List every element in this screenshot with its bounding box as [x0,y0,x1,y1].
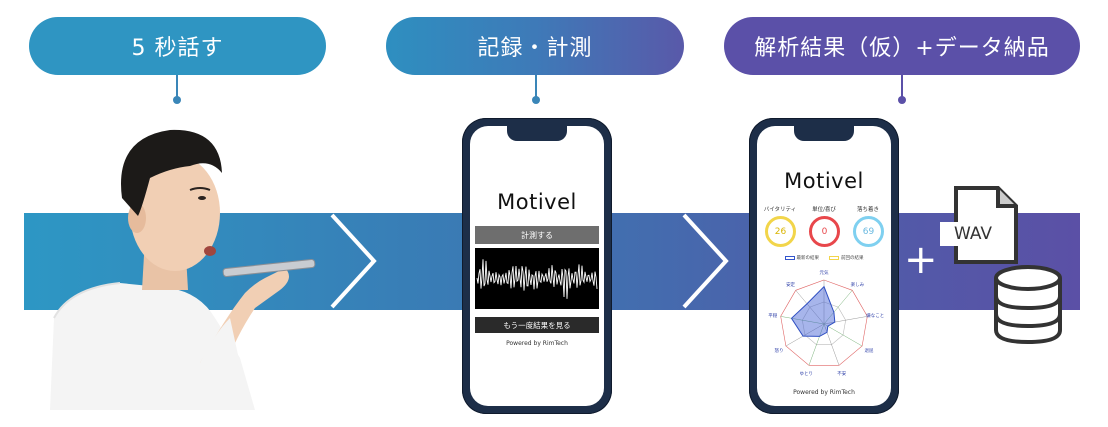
phone-notch [507,126,567,141]
radar-axis-line [823,323,863,347]
step-2-pill: 記録・計測 [386,17,684,75]
metric-gauge-vitality: 26 [765,216,796,247]
chevron-right-icon [682,213,729,309]
plus-icon: + [904,237,938,283]
radar-legend: 最新の結果 前回の結果 [757,255,891,261]
radar-axis-line [785,323,825,347]
step-3-dot [898,96,906,104]
radar-axis-line [823,290,853,325]
radar-axis-label: 不安 [837,370,846,377]
phone-result-mockup: Motivel バイタリティ 単位/喜び 落ち着き 26 0 69 最新の結果 … [749,118,899,414]
app-logo: Motivel [784,169,864,193]
metric-gauge-joy: 0 [809,216,840,247]
radar-axis-label: 退屈 [865,347,874,354]
step-2-label: 記録・計測 [477,36,593,61]
radar-axis-label: 安定 [786,281,795,288]
radar-axis-label: ゆとり [799,371,813,377]
phone-screen: Motivel 計測する もう一度結果を見る Powered by RimTec… [470,126,604,406]
phone-screen: Motivel バイタリティ 単位/喜び 落ち着き 26 0 69 最新の結果 … [757,126,891,406]
powered-by-footer: Powered by RimTech [506,340,568,347]
metric-value: 26 [774,226,787,237]
step-3-connector [901,75,903,99]
person-speaking-illustration [50,129,316,410]
radar-grid-ring [802,301,846,345]
metric-value: 69 [862,226,875,237]
radar-grid-ring [780,279,868,366]
legend-item-previous: 前回の結果 [829,255,864,261]
step-1-label: 5 秒話す [131,36,224,61]
radar-axis-label: 元気 [820,269,829,276]
wav-file-label: WAV [940,222,1006,246]
step-3-pill: 解析結果（仮）+データ納品 [724,17,1080,75]
voice-waveform [475,248,599,309]
step-1-connector [176,75,178,99]
step-2-connector [535,75,537,99]
metric-gauge-calm: 69 [853,216,884,247]
radar-axis-line [808,323,825,366]
phone-notch [794,126,854,141]
metric-label-joy: 単位/喜び [812,207,836,213]
legend-item-latest: 最新の結果 [784,255,819,261]
waveform-graphic [476,259,598,299]
powered-by-footer: Powered by RimTech [793,389,855,396]
chevron-right-icon [330,213,377,309]
metric-label-vitality: バイタリティ [763,207,797,213]
retry-result-button[interactable]: もう一度結果を見る [475,317,599,333]
step-1-dot [173,96,181,104]
radar-axis-label: 平穏 [768,312,777,319]
radar-axis-line [780,316,825,325]
app-logo: Motivel [497,190,577,214]
step-3-label: 解析結果（仮）+データ納品 [754,36,1050,61]
measure-button[interactable]: 計測する [475,226,599,244]
radar-axis-label: 怒り [774,347,783,354]
database-icon [994,265,1062,345]
radar-axis-line [823,323,840,366]
phone-measure-mockup: Motivel 計測する もう一度結果を見る Powered by RimTec… [462,118,612,414]
radar-axis-line [823,316,868,325]
radar-axis-label: 楽しみ [851,281,865,288]
metric-label-calm: 落ち着き [856,207,879,213]
radar-series-latest [790,285,836,337]
radar-axis-line [795,290,825,325]
radar-axis-label: 嫌なこと [866,312,884,319]
step-2-dot [532,96,540,104]
waveform-line [476,259,598,299]
step-1-pill: 5 秒話す [29,17,326,75]
metric-value: 0 [821,226,828,237]
